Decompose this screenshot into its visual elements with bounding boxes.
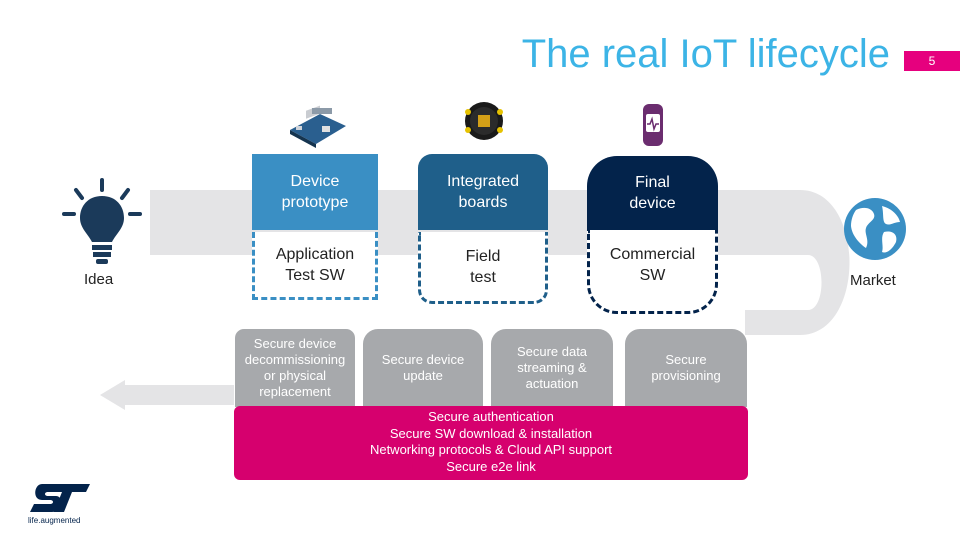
secure-data-streaming-label: Secure data streaming & actuation — [516, 344, 588, 391]
final-device-box: Final device — [587, 156, 718, 230]
idea-label: Idea — [84, 271, 114, 288]
application-test-sw-box: Application Test SW — [252, 232, 378, 300]
dev-board-icon — [290, 105, 346, 148]
secure-data-streaming-box: Secure data streaming & actuation — [490, 328, 614, 408]
security-foundation-box: Secure authentication Secure SW download… — [234, 406, 748, 480]
globe-icon — [844, 198, 906, 260]
lightbulb-icon — [62, 178, 142, 264]
secure-provisioning-label: Secure provisioning — [651, 352, 721, 383]
device-prototype-box: Device prototype — [252, 154, 378, 230]
st-logo — [30, 484, 90, 512]
market-label: Market — [850, 272, 896, 289]
logo-tagline: life.augmented — [28, 516, 81, 525]
field-test-box: Field test — [418, 232, 548, 304]
foundation-line: Secure SW download & installation — [389, 425, 593, 441]
secure-provisioning-box: Secure provisioning — [624, 328, 748, 408]
field-test-label: Field test — [465, 247, 501, 286]
final-device-label: Final device — [629, 174, 676, 212]
foundation-line: Secure e2e link — [446, 458, 536, 474]
integrated-boards-box: Integrated boards — [418, 154, 548, 230]
page-number: 5 — [904, 51, 960, 71]
slide-title: The real IoT lifecycle — [521, 32, 890, 76]
foundation-line: Networking protocols & Cloud API support — [369, 442, 613, 457]
foundation-line: Secure authentication — [428, 409, 554, 424]
secure-decommissioning-label: Secure device decommissioning or physica… — [244, 336, 346, 399]
commercial-sw-box: Commercial SW — [587, 230, 718, 314]
secure-device-update-box: Secure device update — [362, 328, 484, 408]
sensor-board-icon — [465, 102, 503, 140]
device-prototype-label: Device prototype — [281, 173, 349, 211]
application-test-sw-label: Application Test SW — [275, 245, 355, 284]
commercial-sw-label: Commercial SW — [609, 246, 696, 284]
integrated-boards-label: Integrated boards — [446, 173, 520, 211]
secure-decommissioning-box: Secure device decommissioning or physica… — [234, 328, 356, 408]
secure-device-update-label: Secure device update — [381, 352, 465, 383]
wearable-device-icon — [643, 104, 663, 146]
